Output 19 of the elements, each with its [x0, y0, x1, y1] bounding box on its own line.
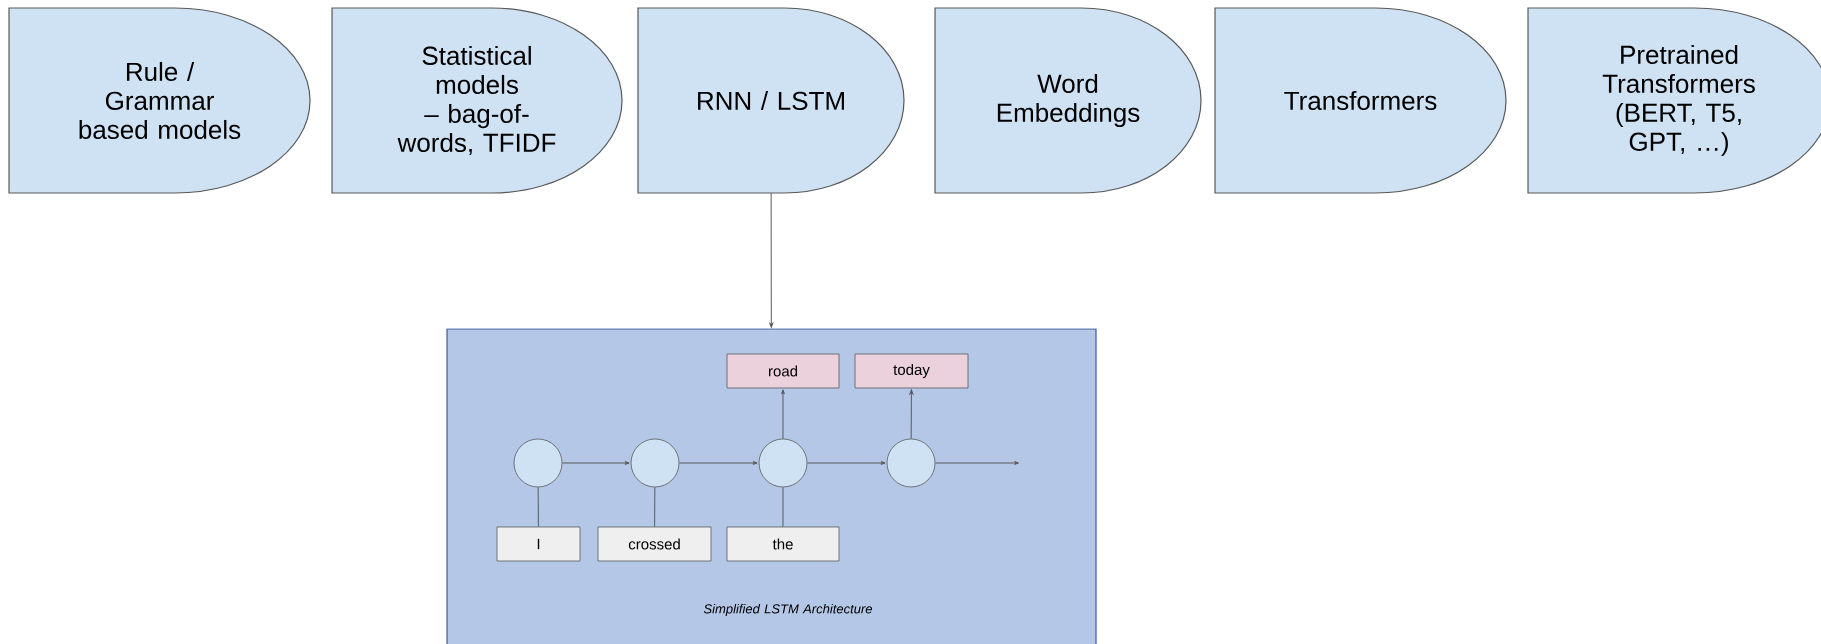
arrow: [909, 389, 914, 440]
connector-line: [654, 486, 656, 528]
cell-circle: [758, 438, 808, 488]
arrow: [781, 389, 785, 440]
arrow: [561, 461, 630, 465]
word-box: I: [496, 526, 581, 562]
word-box: road: [726, 353, 840, 389]
arrow: [806, 461, 886, 465]
cell-circle: [630, 438, 680, 488]
arrow: [678, 461, 758, 465]
cell-circle: [886, 438, 936, 488]
connector-line: [782, 486, 784, 528]
cell-circle: [513, 438, 563, 488]
word-box: the: [726, 526, 840, 562]
word-box: today: [854, 353, 969, 389]
word-box: crossed: [597, 526, 712, 562]
arrow: [769, 192, 774, 328]
arrow: [934, 461, 1019, 465]
connector-line: [537, 486, 539, 528]
